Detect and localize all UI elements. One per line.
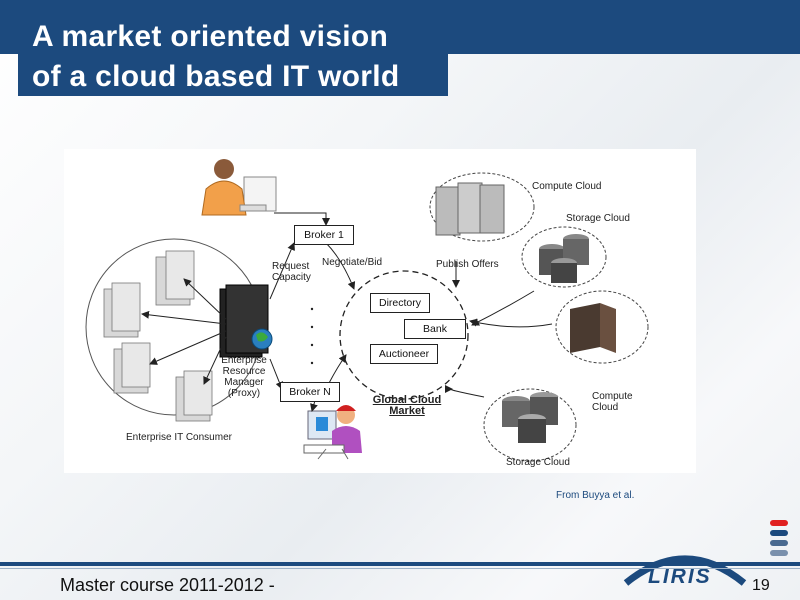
- compute-cloud-right-icon: [555, 290, 649, 364]
- slide-title-line-1: A market oriented vision: [32, 20, 389, 53]
- slide-title-line-2: of a cloud based IT world: [32, 60, 400, 93]
- footer-divider-thin: [0, 568, 800, 569]
- request-label: Request Capacity: [272, 261, 311, 283]
- enterprise-label: Enterprise IT Consumer: [126, 432, 232, 443]
- compute-cloud-right-label: Compute Cloud: [592, 391, 633, 413]
- cloud-market-diagram: Enterprise IT Consumer Enterprise Resour…: [64, 149, 696, 473]
- compute-cloud-top-label: Compute Cloud: [532, 181, 602, 192]
- server-icon: [103, 250, 213, 422]
- request-label-line-1: Request: [272, 261, 310, 272]
- page-number: 19: [752, 577, 770, 594]
- publish-label: Publish Offers: [436, 259, 499, 270]
- proxy-label-line-4: (Proxy): [227, 388, 261, 399]
- storage-cloud-top-icon: [521, 226, 607, 288]
- broker-1-box: Broker 1: [294, 225, 354, 245]
- proxy-label-line-2: Resource: [222, 366, 266, 377]
- storage-cloud-bottom-icon: [483, 388, 577, 462]
- logo-stack-icon: [770, 520, 788, 556]
- proxy-label-line-3: Manager: [224, 377, 264, 388]
- diagram-graphics: [85, 159, 649, 462]
- user-icon-bottom: [303, 405, 362, 460]
- compute-cloud-right-label-line-2: Cloud: [592, 402, 619, 413]
- liris-logo: LIRIS: [648, 565, 712, 588]
- market-circle: [339, 270, 469, 400]
- storage-cloud-bottom-label: Storage Cloud: [506, 457, 570, 468]
- bank-box: Bank: [404, 319, 466, 339]
- auctioneer-box: Auctioneer: [370, 344, 438, 364]
- title-box: A market oriented vision of a cloud base…: [18, 18, 448, 96]
- market-label-line-2: Market: [389, 405, 425, 417]
- footer-text: Master course 2011-2012 -: [60, 575, 275, 595]
- proxy-label-line-1: Enterprise: [221, 355, 267, 366]
- request-label-line-2: Capacity: [272, 272, 311, 283]
- directory-box: Directory: [370, 293, 430, 313]
- footer-divider: [0, 562, 800, 566]
- proxy-server-icon: [219, 284, 273, 358]
- logo-arc-icon: [623, 555, 747, 586]
- figure-credit: From Buyya et al.: [556, 490, 635, 501]
- compute-cloud-right-label-line-1: Compute: [592, 391, 633, 402]
- proxy-label: Enterprise Resource Manager (Proxy): [214, 355, 274, 399]
- storage-cloud-top-label: Storage Cloud: [566, 213, 630, 224]
- market-label-line-1: Global Cloud: [372, 394, 442, 406]
- user-icon-top: [201, 159, 277, 216]
- compute-cloud-top-icon: [429, 172, 535, 242]
- market-label: Global Cloud Market: [364, 395, 450, 417]
- negotiate-label: Negotiate/Bid: [322, 257, 383, 268]
- broker-n-box: Broker N: [280, 382, 340, 402]
